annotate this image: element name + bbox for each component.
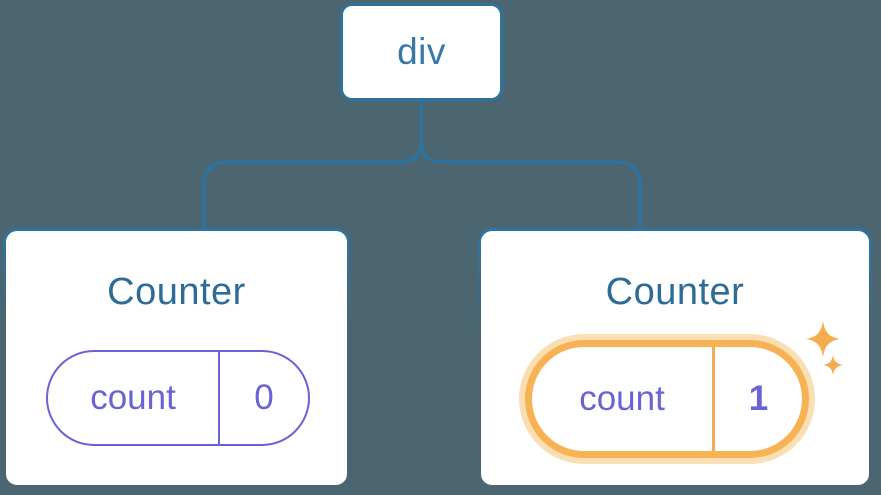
- counter-card-right: Counter count 1: [478, 228, 872, 488]
- sparkle-large-icon: [806, 321, 840, 357]
- state-key: count: [532, 347, 715, 451]
- connector-left-branch: [202, 141, 423, 229]
- sparkles-icon: [806, 321, 843, 375]
- connector-right-branch: [419, 141, 642, 229]
- state-pill: count 0: [46, 350, 310, 446]
- component-title: Counter: [107, 271, 246, 313]
- state-value: 1: [748, 379, 769, 418]
- state-pill-highlighted: count 1: [525, 340, 809, 458]
- component-title: Counter: [605, 271, 745, 313]
- state-key: count: [48, 352, 220, 444]
- root-node-label: div: [397, 31, 446, 72]
- state-value: 0: [254, 378, 274, 417]
- counter-card-left: Counter count 0: [3, 228, 350, 488]
- root-node-div: div: [340, 3, 503, 101]
- sparkle-small-icon: [823, 355, 843, 375]
